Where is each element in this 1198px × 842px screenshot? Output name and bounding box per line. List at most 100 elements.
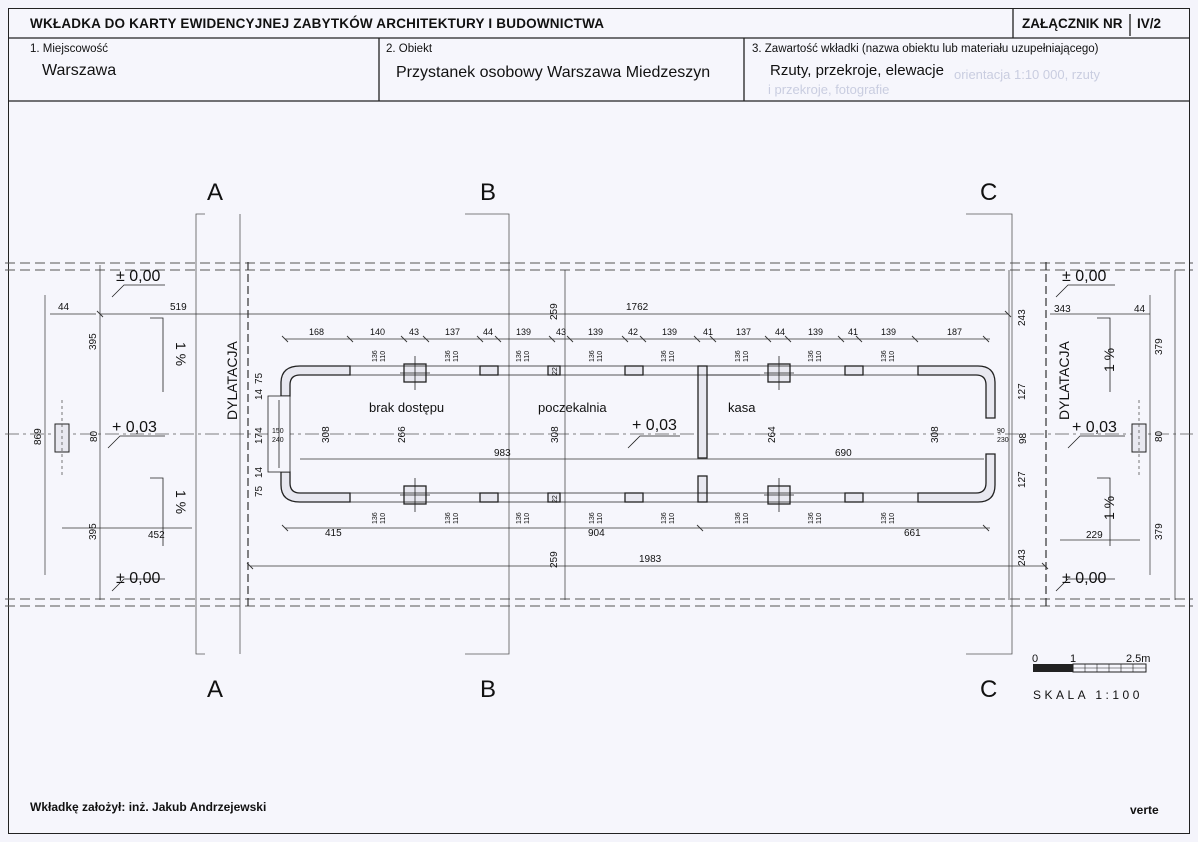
door-left-s2: 75 bbox=[254, 372, 265, 384]
level-top-left: ± 0,00 bbox=[116, 268, 160, 285]
drain-axis bbox=[61, 400, 1140, 476]
dim-inner-0: 983 bbox=[494, 448, 511, 459]
section-lines bbox=[195, 213, 1013, 655]
dim-v-0: 259 bbox=[549, 303, 560, 320]
win-bot-6a: 136 bbox=[735, 512, 742, 524]
win-bot-4a: 136 bbox=[589, 512, 596, 524]
drain-marks bbox=[54, 423, 1147, 453]
dim-top-3: 137 bbox=[445, 327, 460, 337]
dim-top-1: 140 bbox=[370, 327, 385, 337]
expansion-joints bbox=[247, 262, 1047, 608]
level-platform-center: + 0,03 bbox=[632, 417, 677, 434]
dim-top-9: 139 bbox=[662, 327, 677, 337]
door-right-h: 98 bbox=[1018, 432, 1029, 444]
door-left-h: 174 bbox=[254, 427, 265, 444]
dim-left-g: 80 bbox=[89, 430, 100, 442]
door-left-a: 150 bbox=[272, 428, 284, 435]
door-left-s1: 14 bbox=[254, 388, 265, 400]
track-lines bbox=[5, 262, 1193, 607]
contents-ghost-line-1: orientacja 1:10 000, rzuty bbox=[954, 67, 1100, 82]
scale-tick-1: 1 bbox=[1070, 653, 1076, 665]
scale-tick-2: 2.5m bbox=[1126, 653, 1150, 665]
win-top-3a: 136 bbox=[516, 350, 523, 362]
win-bot-8a: 136 bbox=[881, 512, 888, 524]
dim-top-11: 137 bbox=[736, 327, 751, 337]
win-top-1b: 110 bbox=[380, 351, 387, 362]
dim-top-7: 139 bbox=[588, 327, 603, 337]
win-bot-4b: 110 bbox=[597, 513, 604, 524]
dim-overall-bottom: 1983 bbox=[639, 554, 662, 565]
dimension-lines bbox=[44, 265, 1176, 600]
room-labels: brak dostępu poczekalnia kasa bbox=[369, 400, 756, 415]
author-credit: Wkładkę założył: inż. Jakub Andrzejewski bbox=[30, 800, 267, 814]
dim-top-5: 139 bbox=[516, 327, 531, 337]
win-bot-3a: 136 bbox=[516, 512, 523, 524]
dim-right-a: 343 bbox=[1054, 304, 1071, 315]
win-bot-5a: 136 bbox=[661, 512, 668, 524]
dim-left-e: 395 bbox=[88, 523, 99, 540]
section-mark-c-bottom: C bbox=[980, 676, 997, 703]
dylatacja-right: DYLATACJA bbox=[1056, 341, 1072, 420]
dim-v-6: 308 bbox=[321, 426, 332, 443]
dim-right-f: 80 bbox=[1154, 430, 1165, 442]
attachment-label: ZAŁĄCZNIK NR bbox=[1022, 16, 1123, 31]
dim-top-4: 44 bbox=[483, 327, 493, 337]
scale-bar bbox=[1033, 663, 1147, 673]
level-platform-left: + 0,03 bbox=[112, 419, 157, 436]
dim-right-c: 229 bbox=[1086, 530, 1103, 541]
door-left-s1-bottom: 14 bbox=[254, 466, 265, 478]
level-labels: ± 0,00 ± 0,00 ± 0,00 ± 0,00 + 0,03 + 0,0… bbox=[112, 268, 1117, 587]
window-dimension-labels: 136 110 136 110 136 110 136 110 136 110 … bbox=[272, 350, 1009, 524]
win-bot-7b: 110 bbox=[816, 513, 823, 524]
dylatacja-left: DYLATACJA bbox=[224, 341, 240, 420]
level-bottom-right: ± 0,00 bbox=[1062, 570, 1106, 587]
level-platform-right: + 0,03 bbox=[1072, 419, 1117, 436]
dim-right-b: 44 bbox=[1134, 304, 1146, 315]
vertical-dimension-labels: 395 395 869 80 379 379 80 259 259 243 24… bbox=[33, 303, 1165, 568]
dim-left-b: 519 bbox=[170, 302, 187, 313]
win-top-6b: 110 bbox=[743, 351, 750, 362]
win-bot-6b: 110 bbox=[743, 513, 750, 524]
room-label-2: poczekalnia bbox=[538, 400, 607, 415]
win-top-5a: 136 bbox=[661, 350, 668, 362]
dylatacja-labels: DYLATACJA DYLATACJA bbox=[224, 341, 1072, 420]
door-left-b: 240 bbox=[272, 437, 284, 444]
level-markers bbox=[107, 284, 1125, 592]
door-left-s2-bottom: 75 bbox=[254, 485, 265, 497]
room-label-3: kasa bbox=[728, 400, 756, 415]
win-top-2a: 136 bbox=[445, 350, 452, 362]
room-label-1: brak dostępu bbox=[369, 400, 444, 415]
attachment-number: IV/2 bbox=[1137, 16, 1162, 31]
section-mark-b-bottom: B bbox=[480, 676, 496, 703]
dim-v-9: 264 bbox=[767, 426, 778, 443]
level-top-right: ± 0,00 bbox=[1062, 268, 1106, 285]
dim-left-c: 452 bbox=[148, 530, 165, 541]
locality-value: Warszawa bbox=[42, 62, 117, 79]
win-bot-1b: 110 bbox=[380, 513, 387, 524]
dim-top-10: 41 bbox=[703, 327, 713, 337]
dim-v-7: 308 bbox=[550, 426, 561, 443]
dim-bottom-0: 415 bbox=[325, 528, 342, 539]
column-marks bbox=[400, 356, 794, 512]
slope-label-3: 1 % bbox=[1101, 348, 1117, 372]
win-top-1a: 136 bbox=[372, 350, 379, 362]
dim-top-2: 43 bbox=[409, 327, 419, 337]
section-mark-b-top: B bbox=[480, 179, 496, 206]
win-top-4b: 110 bbox=[597, 351, 604, 362]
win-bot-1a: 136 bbox=[372, 512, 379, 524]
header-frame bbox=[9, 9, 1189, 102]
dim-v-2: 243 bbox=[1017, 309, 1028, 326]
scale-ticks: 0 1 2.5m bbox=[1032, 653, 1150, 665]
dim-overall-top: 1762 bbox=[626, 302, 649, 313]
dim-left-f: 869 bbox=[33, 428, 44, 445]
slope-label-1: 1 % bbox=[173, 342, 189, 366]
scale-label: SKALA 1:100 bbox=[1033, 688, 1143, 702]
dim-top-6: 43 bbox=[556, 327, 566, 337]
document-sheet bbox=[8, 8, 1190, 834]
level-bottom-left: ± 0,00 bbox=[116, 570, 160, 587]
dim-v-1: 259 bbox=[549, 551, 560, 568]
slope-arrows bbox=[150, 317, 1111, 546]
win-top-2b: 110 bbox=[453, 351, 460, 362]
dim-right-e: 379 bbox=[1154, 523, 1165, 540]
